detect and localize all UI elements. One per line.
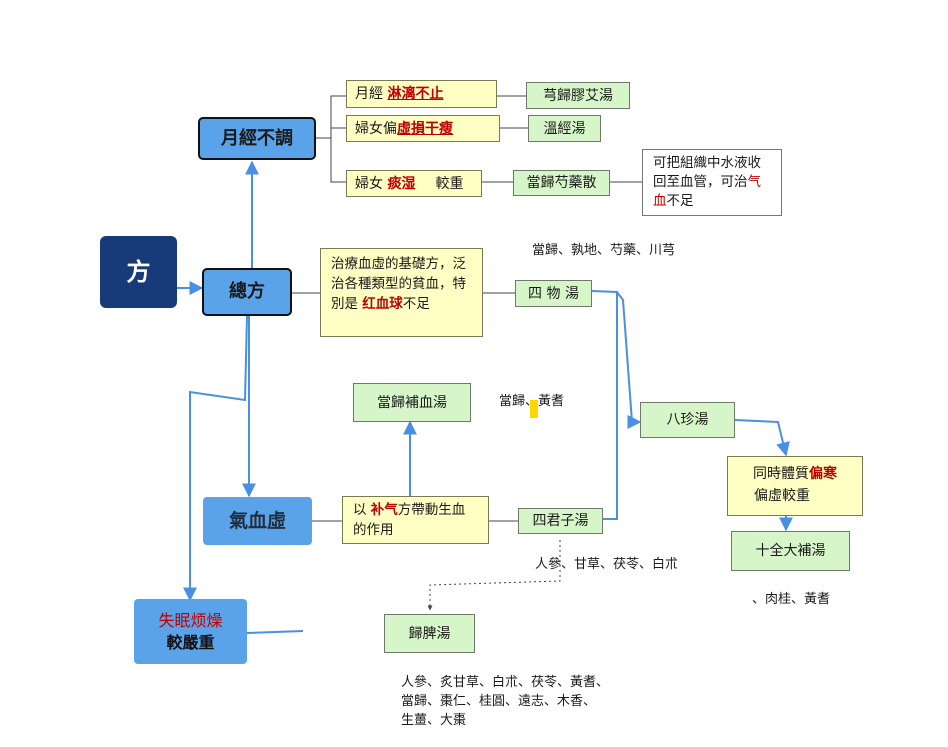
siwu-desc-part1: 治療血虛的基礎方，泛治各種類型的貧血，特別是 xyxy=(331,256,466,312)
pianhan-part1: 同時體質 xyxy=(753,466,809,482)
note3-part1: 可把組織中水液收回至血管，可治 xyxy=(653,155,761,190)
bazhen-label: 八珍湯 xyxy=(666,412,709,428)
condition-box-3: 婦女 痰湿 較重 xyxy=(346,170,482,197)
yuejing-label: 月經不調 xyxy=(221,127,293,149)
siwu-label: 四 物 湯 xyxy=(528,285,579,302)
shiquan-box: 十全大補湯 xyxy=(731,531,850,571)
line-sijunzi-to-siwu xyxy=(603,292,618,520)
pianhan-box: 同時體質偏寒 偏虛較重 xyxy=(727,456,863,516)
cond3-prefix: 婦女 xyxy=(355,175,388,192)
siwu-desc-part2: 不足 xyxy=(402,296,430,312)
note3-part2: 不足 xyxy=(666,193,694,209)
sijunzi-ingredients: 人參、甘草、茯苓、白朮 xyxy=(535,557,679,572)
line-shimian-right xyxy=(246,630,304,634)
shiquan-label: 十全大補湯 xyxy=(755,543,826,559)
qixue-label: 氣血虛 xyxy=(228,510,286,532)
formula1-label: 芎歸膠艾湯 xyxy=(543,87,613,104)
bracket-yuejing xyxy=(316,95,346,183)
sijunzi-box: 四君子湯 xyxy=(518,508,603,534)
root-node: 方 xyxy=(100,236,177,308)
highlight-mark xyxy=(530,400,538,418)
cond3-suffix: 較重 xyxy=(435,175,464,192)
condition-box-2: 婦女偏虛損干瘦 xyxy=(346,115,500,142)
shimian-line1: 失眠烦燥 xyxy=(158,610,223,630)
siwu-desc-box: 治療血虛的基礎方，泛治各種類型的貧血，特別是 红血球不足 xyxy=(320,248,483,337)
cond1-highlight: 淋漓不止 xyxy=(387,86,444,102)
guipi-box: 歸脾湯 xyxy=(384,614,475,653)
danggui-buxue-box: 當歸補血湯 xyxy=(353,383,471,422)
note3-highlight: 气血 xyxy=(653,174,761,209)
sijunzi-label: 四君子湯 xyxy=(532,513,589,529)
sijunzi-desc-part1: 以 xyxy=(353,502,371,518)
root-label: 方 xyxy=(126,258,151,286)
shimian-node: 失眠烦燥 較嚴重 xyxy=(134,599,247,664)
siwu-box: 四 物 湯 xyxy=(515,280,592,307)
shiquan-ingredients: 、肉桂、黃耆 xyxy=(752,592,831,607)
condition-box-1: 月經 淋漓不止 xyxy=(346,80,497,108)
siwu-desc-highlight: 红血球 xyxy=(362,296,403,312)
pianhan-highlight: 偏寒 xyxy=(809,466,837,482)
dotted-arrow-to-guipi xyxy=(427,540,561,611)
danggui-buxue-label: 當歸補血湯 xyxy=(377,394,447,411)
formula3-label: 當歸芍藥散 xyxy=(526,175,597,191)
yuejing-node: 月經不調 xyxy=(198,117,316,160)
guipi-ingredients: 人參、炙甘草、白朮、茯苓、黃耆、 當歸、棗仁、桂圓、遠志、木香、 生薑、大棗 xyxy=(401,673,609,730)
arrow-siwu-to-bazhen xyxy=(591,290,642,429)
note-box-3: 可把組織中水液收回至血管，可治气血不足 xyxy=(642,149,782,216)
cond2-prefix: 婦女偏 xyxy=(355,120,397,137)
formula-box-3: 當歸芍藥散 xyxy=(513,170,610,196)
guipi-ingredients-line2: 當歸、棗仁、桂圓、遠志、木香、 xyxy=(401,694,597,709)
arrow-bazhen-to-pianhan xyxy=(734,419,790,457)
shimian-line2: 較嚴重 xyxy=(166,632,215,652)
guipi-ingredients-line3: 生薑、大棗 xyxy=(401,713,467,728)
siwu-ingredients: 當歸、孰地、芍藥、川芎 xyxy=(532,243,676,258)
cond3-highlight: 痰湿 xyxy=(387,175,416,192)
formula2-label: 溫經湯 xyxy=(543,120,586,137)
formula-box-2: 溫經湯 xyxy=(528,115,601,142)
arrow-zongfang-to-shimian xyxy=(183,315,248,602)
sijunzi-desc-box: 以 补气方帶動生血的作用 xyxy=(342,496,489,544)
cond1-prefix: 月經 xyxy=(355,86,388,102)
guipi-ingredients-line1: 人參、炙甘草、白朮、茯苓、黃耆、 xyxy=(401,675,610,690)
qixue-node: 氣血虛 xyxy=(203,497,312,545)
zongfang-label: 總方 xyxy=(229,281,265,302)
zongfang-node: 總方 xyxy=(202,268,292,316)
pianhan-part2: 偏虛較重 xyxy=(754,488,810,504)
bazhen-box: 八珍湯 xyxy=(640,402,735,438)
sijunzi-desc-highlight: 补气 xyxy=(370,502,398,518)
danggui-buxue-ingredients: 當歸、黃耆 xyxy=(499,394,565,409)
cond2-highlight: 虛損干瘦 xyxy=(397,120,453,137)
formula-box-1: 芎歸膠艾湯 xyxy=(526,82,630,109)
sijunzi-desc-part2: 方帶動生血的作用 xyxy=(353,502,466,538)
guipi-label: 歸脾湯 xyxy=(408,625,451,642)
